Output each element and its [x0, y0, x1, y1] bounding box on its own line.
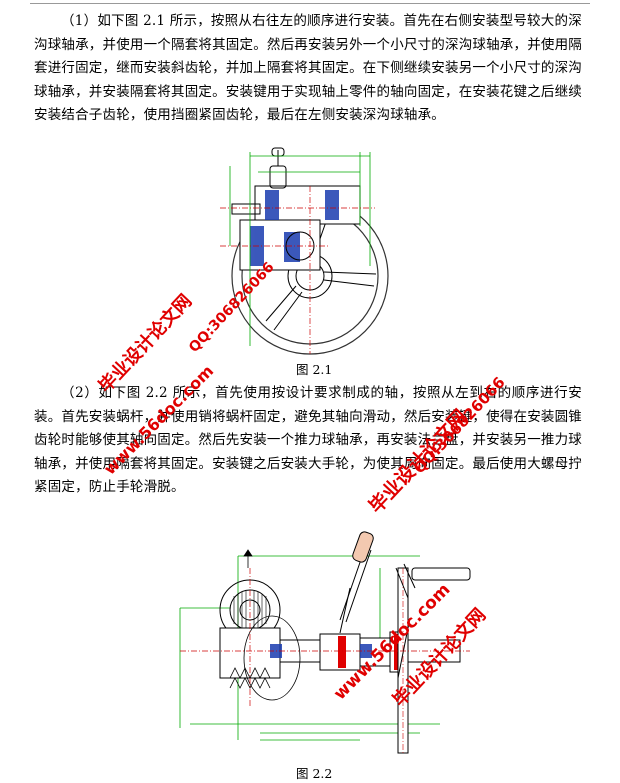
figure-2-2-caption: 图 2.2 — [296, 766, 333, 781]
paragraph-1: （1）如下图 2.1 所示，按照从右往左的顺序进行安装。首先在右侧安装型号较大的… — [34, 13, 582, 123]
paragraph-2: （2）如下图 2.2 所示，首先使用按设计要求制成的轴，按照从左到右的顺序进行安… — [34, 385, 582, 495]
figure-2-1-drawing — [220, 147, 389, 355]
figure-2-2-drawing — [179, 531, 471, 754]
figure-2-1-caption: 图 2.1 — [296, 362, 333, 377]
header-rule — [30, 3, 590, 4]
